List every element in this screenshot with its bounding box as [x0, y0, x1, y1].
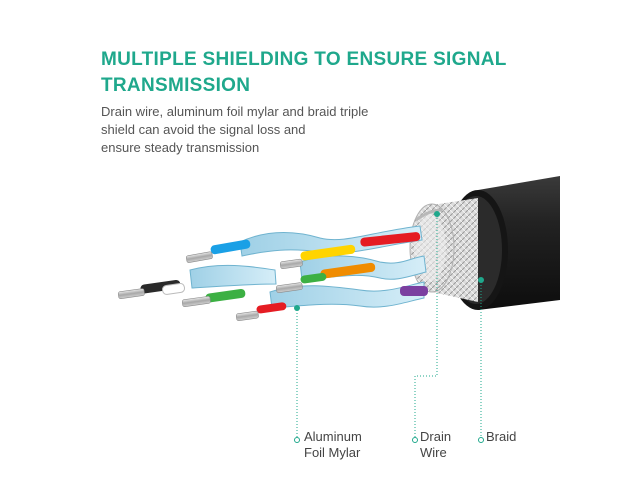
- leader-drain-wire: [414, 215, 438, 438]
- drain-wire: [415, 208, 443, 222]
- callout-aluminum-foil-line-1: Aluminum: [304, 429, 362, 444]
- callout-aluminum-foil-line-2: Foil Mylar: [304, 445, 361, 460]
- description: Drain wire, aluminum foil mylar and brai…: [101, 103, 441, 157]
- description-line-2: shield can avoid the signal loss and: [101, 122, 306, 137]
- description-line-1: Drain wire, aluminum foil mylar and brai…: [101, 104, 369, 119]
- ring-aluminum-foil: [294, 437, 300, 443]
- callout-braid-line-1: Braid: [486, 429, 517, 444]
- callout-end-rings: [294, 437, 484, 443]
- headline-line-1: MULTIPLE SHIELDING TO ENSURE SIGNAL: [101, 49, 507, 70]
- wire-red: [360, 232, 421, 247]
- headline: MULTIPLE SHIELDING TO ENSURE SIGNAL TRAN…: [101, 47, 521, 99]
- description-line-3: ensure steady transmission: [101, 140, 260, 155]
- headline-line-2: TRANSMISSION: [101, 75, 251, 96]
- callout-aluminum-foil: Aluminum Foil Mylar: [304, 429, 362, 461]
- callout-drain-wire-line-1: Drain: [420, 429, 452, 444]
- callout-drain-wire-line-2: Wire: [420, 445, 447, 460]
- callout-leaders: [296, 215, 482, 438]
- wire-green-small: [300, 272, 327, 284]
- wire-green: [205, 288, 246, 303]
- wire-red-small: [256, 302, 287, 314]
- wire-black: [140, 279, 181, 294]
- ring-drain-wire: [412, 437, 418, 443]
- wire-purple: [400, 286, 428, 296]
- callout-dots: [294, 211, 484, 311]
- inner-wires: [140, 232, 428, 314]
- conductor-tips: [117, 251, 303, 321]
- callout-drain-wire: Drain Wire: [420, 429, 451, 461]
- wire-white: [162, 282, 186, 295]
- ring-braid: [478, 437, 484, 443]
- dot-aluminum-foil-top: [294, 305, 300, 311]
- wire-blue: [210, 239, 251, 255]
- dot-drain-wire-top: [434, 211, 440, 217]
- wire-yellow: [300, 244, 356, 261]
- wire-orange: [320, 262, 376, 279]
- callout-braid: Braid: [486, 429, 516, 445]
- dot-braid-top: [478, 277, 484, 283]
